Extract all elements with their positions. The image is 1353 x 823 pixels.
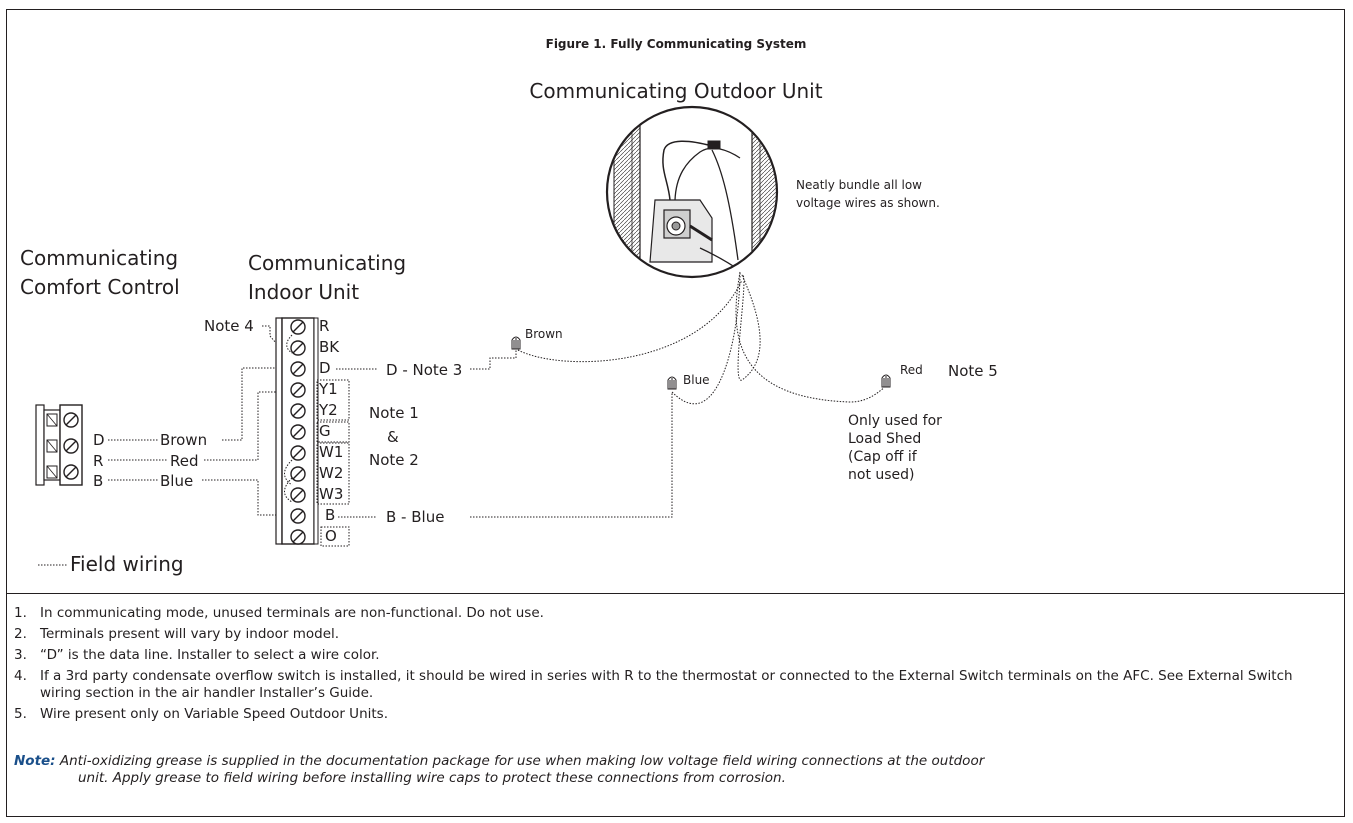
terminal-screw-slot xyxy=(292,321,304,333)
cc-field-wires xyxy=(108,325,290,516)
outdoor-wire-blue: Blue xyxy=(683,373,710,387)
note-item: 2. Terminals present will vary by indoor … xyxy=(14,626,1334,643)
footnote-line1: Anti-oxidizing grease is supplied in the… xyxy=(59,753,985,769)
note-item: 4. If a 3rd party condensate overflow swi… xyxy=(14,668,1334,702)
terminal-screw-slot xyxy=(292,384,304,396)
unused-terminal-boxes xyxy=(316,379,350,547)
comfort-control-title-line2: Comfort Control xyxy=(20,275,180,299)
figure-divider xyxy=(6,593,1345,594)
field-wiring-legend: Field wiring xyxy=(70,552,184,576)
iu-terminal-r: R xyxy=(319,317,329,335)
figure-frame xyxy=(6,9,1345,817)
note4-label: Note 4 xyxy=(204,317,254,335)
iu-terminal-w2: W2 xyxy=(319,464,343,482)
bundle-note-line1: Neatly bundle all low xyxy=(796,178,922,192)
amp-label: & xyxy=(387,428,399,446)
outdoor-wire-red: Red xyxy=(900,363,923,377)
terminal-screw-slot xyxy=(292,447,304,459)
grease-footnote: Note: Anti-oxidizing grease is supplied … xyxy=(14,753,1334,787)
note-number: 5. xyxy=(14,706,27,722)
note-item: 1. In communicating mode, unused terminal… xyxy=(14,605,1334,622)
cc-terminal-b: B xyxy=(93,472,103,490)
cc-wire-red: Red xyxy=(170,452,199,470)
outdoor-field-wires xyxy=(336,271,885,518)
indoor-unit-terminal-labels: R BK D Y1 Y2 G W1 W2 W3 B O xyxy=(318,317,343,545)
note1-label: Note 1 xyxy=(369,404,419,422)
note-text: “D” is the data line. Installer to selec… xyxy=(40,647,380,663)
note-number: 4. xyxy=(14,668,27,684)
note-item: 5. Wire present only on Variable Speed Ou… xyxy=(14,706,1334,723)
iu-terminal-bk: BK xyxy=(319,338,340,356)
load-shed-line1: Only used for xyxy=(848,413,942,429)
outdoor-wire-brown: Brown xyxy=(525,327,563,341)
comfort-control-terminal-block xyxy=(35,404,83,486)
note2-label: Note 2 xyxy=(369,451,419,469)
cc-wire-blue: Blue xyxy=(160,472,193,490)
iu-terminal-y1: Y1 xyxy=(318,380,338,398)
indoor-unit-title-line2: Indoor Unit xyxy=(248,280,359,304)
outdoor-unit-illustration xyxy=(605,105,779,279)
terminal-screw-slot xyxy=(292,531,304,543)
figure-caption: Figure 1. Fully Communicating System xyxy=(546,37,807,51)
note-number: 3. xyxy=(14,647,27,663)
footnote-line2: unit. Apply grease to field wiring befor… xyxy=(78,770,786,786)
terminal-screw-slot xyxy=(292,510,304,522)
terminal-screw-slot xyxy=(292,342,304,354)
iu-terminal-b: B xyxy=(325,506,335,524)
wire-nut-brown xyxy=(511,336,521,350)
note-text: If a 3rd party condensate overflow switc… xyxy=(40,668,1293,701)
iu-terminal-o: O xyxy=(325,527,337,545)
wire-nut-red xyxy=(881,374,891,388)
terminal-screw-slot xyxy=(292,363,304,375)
note-item: 3. “D” is the data line. Installer to sel… xyxy=(14,647,1334,664)
note-text: Terminals present will vary by indoor mo… xyxy=(40,626,340,642)
load-shed-line4: not used) xyxy=(848,467,915,483)
note-text: Wire present only on Variable Speed Outd… xyxy=(40,706,388,722)
load-shed-line3: (Cap off if xyxy=(848,449,918,465)
indoor-unit-jumpers xyxy=(284,334,293,503)
indoor-unit-title-line1: Communicating xyxy=(248,251,406,275)
terminal-screw-slot xyxy=(292,426,304,438)
note-text: In communicating mode, unused terminals … xyxy=(40,605,544,621)
indoor-unit-screws xyxy=(290,319,306,545)
cc-wire-brown: Brown xyxy=(160,431,207,449)
iu-terminal-w3: W3 xyxy=(319,485,343,503)
iu-terminal-g: G xyxy=(319,422,331,440)
b-blue-label: B - Blue xyxy=(386,508,444,526)
iu-terminal-d: D xyxy=(319,359,331,377)
note-number: 1. xyxy=(14,605,27,621)
note-number: 2. xyxy=(14,626,27,642)
outdoor-unit-title: Communicating Outdoor Unit xyxy=(529,79,822,103)
load-shed-line2: Load Shed xyxy=(848,431,921,447)
footnote-label: Note: xyxy=(14,753,56,769)
iu-terminal-w1: W1 xyxy=(319,443,343,461)
cc-terminal-r: R xyxy=(93,452,103,470)
notes-list: 1. In communicating mode, unused terminal… xyxy=(14,605,1334,727)
wire-nut-blue xyxy=(667,376,677,390)
d-note3-label: D - Note 3 xyxy=(386,361,462,379)
terminal-screw-slot xyxy=(292,405,304,417)
comfort-control-title-line1: Communicating xyxy=(20,246,178,270)
terminal-screw-slot xyxy=(292,489,304,501)
iu-terminal-y2: Y2 xyxy=(318,401,338,419)
terminal-screw-slot xyxy=(292,468,304,480)
bundle-note-line2: voltage wires as shown. xyxy=(796,196,940,210)
cc-terminal-d: D xyxy=(93,431,105,449)
note5-label: Note 5 xyxy=(948,362,998,380)
